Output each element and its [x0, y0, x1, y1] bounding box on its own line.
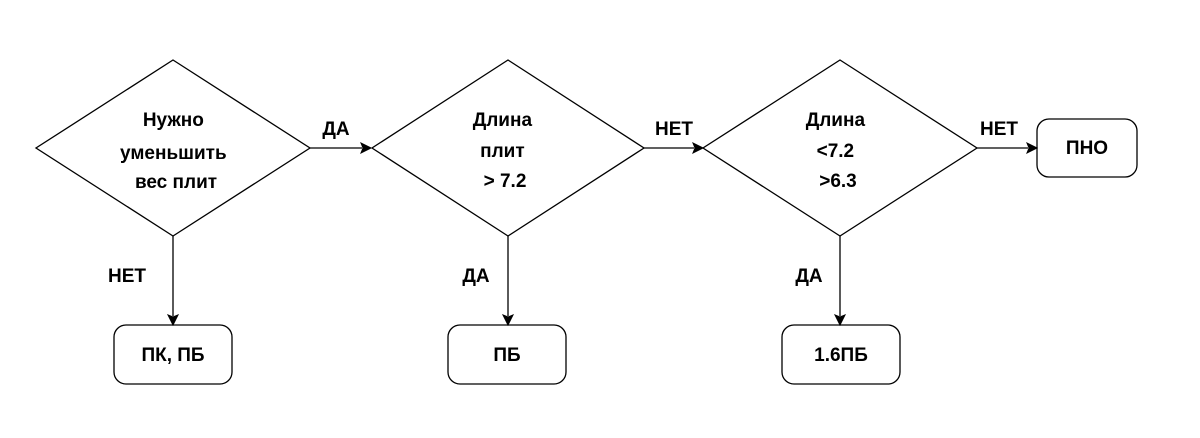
decision-text: Длина плит > 7.2	[473, 110, 538, 192]
outcome-pno: ПНО	[1036, 118, 1138, 178]
arrowhead-icon	[1026, 141, 1039, 155]
decision-line: Длина	[806, 110, 866, 131]
arrowhead-icon	[166, 314, 180, 327]
outcome-label: ПНО	[1066, 138, 1108, 159]
outcome-1-6-pb: 1.6ПБ	[781, 324, 901, 385]
decision-line: плит	[480, 141, 525, 162]
arrowhead-icon	[501, 314, 515, 327]
decision-line: > 7.2	[484, 171, 527, 192]
edge-d3-no: НЕТ	[977, 119, 1039, 155]
decision-line: >6.3	[819, 171, 857, 192]
decision-line: уменьшить	[120, 143, 227, 164]
edge-label: НЕТ	[108, 266, 146, 287]
edge-label: ДА	[795, 266, 823, 287]
arrowhead-icon	[360, 141, 373, 155]
arrowhead-icon	[692, 141, 705, 155]
edge-label: НЕТ	[655, 119, 693, 140]
decision-line: вес плит	[135, 172, 217, 193]
edge-label: НЕТ	[980, 119, 1018, 140]
edge-d1-yes: ДА	[310, 119, 373, 155]
outcome-label: ПК, ПБ	[141, 345, 204, 366]
decision-line: Длина	[473, 110, 533, 131]
edge-label: ДА	[322, 119, 350, 140]
edge-d3-yes: ДА	[795, 236, 847, 327]
decision-line: Нужно	[143, 110, 204, 131]
outcome-label: 1.6ПБ	[814, 345, 868, 366]
outcome-label: ПБ	[493, 345, 520, 366]
edge-d2-no: НЕТ	[644, 119, 705, 155]
outcome-pk-pb: ПК, ПБ	[113, 324, 233, 385]
decision-line: <7.2	[817, 141, 855, 162]
arrowhead-icon	[833, 314, 847, 327]
edge-label: ДА	[462, 266, 490, 287]
outcome-box	[781, 324, 901, 385]
decision-length-range: Длина <7.2 >6.3	[701, 59, 979, 237]
edge-d1-no: НЕТ	[108, 236, 180, 327]
decision-text: Нужно уменьшить вес плит	[120, 110, 232, 193]
decision-length-gt: Длина плит > 7.2	[370, 59, 646, 237]
outcome-box	[447, 324, 567, 385]
edge-d2-yes: ДА	[462, 236, 515, 327]
decision-reduce-weight: Нужно уменьшить вес плит	[34, 59, 312, 237]
decision-text: Длина <7.2 >6.3	[806, 110, 871, 192]
outcome-pb: ПБ	[447, 324, 567, 385]
